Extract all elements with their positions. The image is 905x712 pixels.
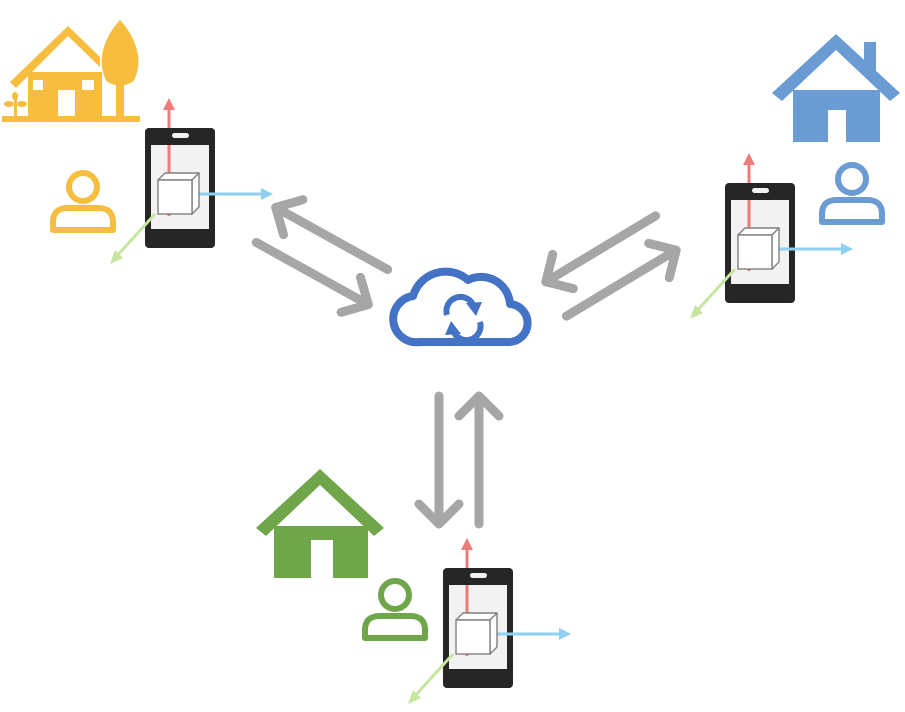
node-top-right bbox=[688, 34, 900, 321]
user-icon bbox=[53, 173, 113, 230]
smartphone-ar-icon bbox=[688, 151, 855, 321]
user-icon bbox=[822, 165, 882, 222]
node-bottom bbox=[256, 469, 573, 706]
user-icon bbox=[365, 581, 425, 638]
arrows-top-right-to-cloud bbox=[536, 199, 687, 333]
arrows-top-left-to-cloud bbox=[247, 190, 398, 322]
cloud-sync-icon bbox=[389, 267, 532, 347]
house-with-chimney-icon bbox=[772, 34, 900, 142]
sync-arrows-icon bbox=[443, 293, 484, 344]
plant-icon bbox=[4, 92, 27, 116]
house-icon bbox=[256, 469, 384, 578]
node-top-left bbox=[2, 20, 275, 266]
smartphone-ar-icon bbox=[406, 536, 573, 706]
arrows-bottom-to-cloud bbox=[419, 396, 499, 524]
house-with-tree-icon bbox=[2, 20, 140, 122]
smartphone-ar-icon bbox=[108, 96, 275, 266]
